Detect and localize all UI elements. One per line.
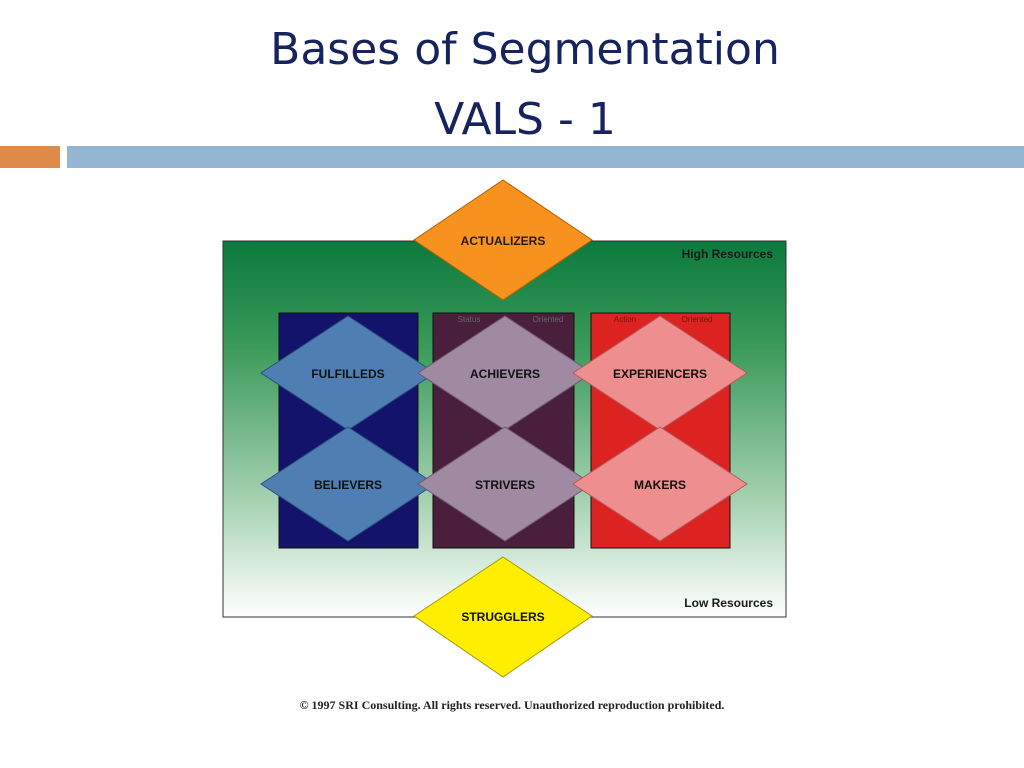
- experiencers-label: EXPERIENCERS: [613, 367, 707, 381]
- achievers-label: ACHIEVERS: [470, 367, 540, 381]
- strugglers-diamond: [413, 556, 593, 678]
- action-header-right: Oriented: [682, 315, 713, 324]
- actualizers-label: ACTUALIZERS: [461, 234, 546, 248]
- makers-diamond: [572, 426, 748, 542]
- accent-bar-blue: [67, 146, 1024, 168]
- believers-label: BELIEVERS: [314, 478, 382, 492]
- fulfilleds-label: FULFILLEDS: [311, 367, 384, 381]
- strivers-label: STRIVERS: [475, 478, 535, 492]
- status-header-right: Oriented: [533, 315, 564, 324]
- action-header-left: Action: [614, 315, 636, 324]
- strivers-diamond: [417, 426, 593, 542]
- accent-bar-orange: [0, 146, 60, 168]
- slide-title-line1: Bases of Segmentation: [270, 24, 780, 75]
- strugglers-label: STRUGGLERS: [461, 610, 544, 624]
- believers-diamond: [260, 426, 436, 542]
- status-header-left: Status: [458, 315, 481, 324]
- slide-title-line2: VALS - 1: [434, 94, 616, 145]
- copyright-notice: © 1997 SRI Consulting. All rights reserv…: [299, 698, 725, 712]
- makers-label: MAKERS: [634, 478, 686, 492]
- actualizers-diamond: [413, 179, 593, 301]
- high-resources-label: High Resources: [682, 247, 774, 261]
- low-resources-label: Low Resources: [684, 596, 773, 610]
